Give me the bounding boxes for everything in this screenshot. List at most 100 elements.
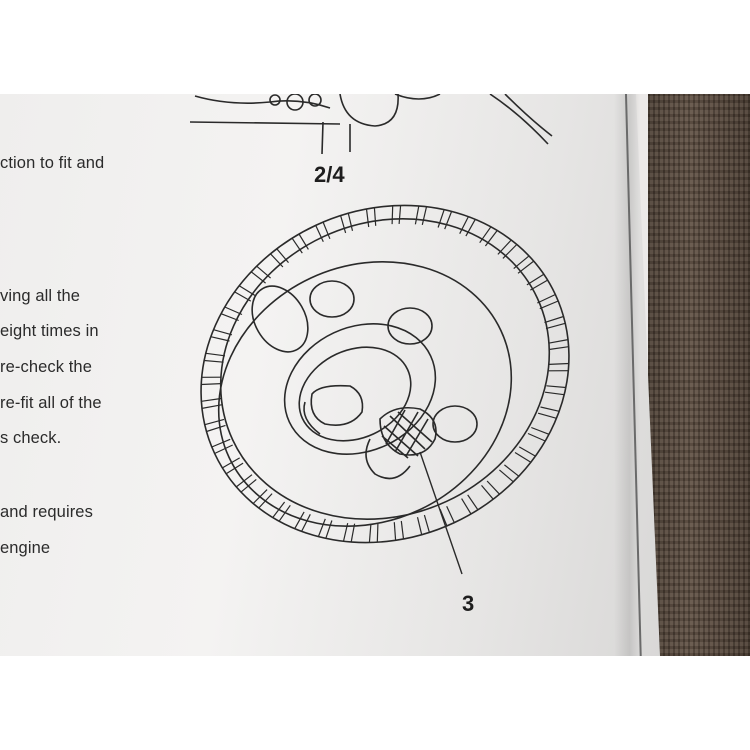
gear-tooth [278, 504, 291, 522]
gear-tooth [416, 517, 423, 535]
gear-tooth [252, 489, 268, 504]
gear-tooth [291, 237, 303, 254]
gear-tooth [467, 494, 479, 511]
gear-tooth [444, 211, 453, 230]
sprocket-holes [251, 280, 478, 443]
gear-tooth [513, 255, 530, 270]
figure-label-2-4: 2/4 [314, 162, 345, 187]
gear-tooth [461, 498, 472, 515]
gear-tooth [235, 474, 253, 488]
gear-tooth [545, 322, 566, 330]
gear-tooth [393, 522, 397, 541]
gear-tooth [540, 406, 560, 412]
gear-tooth [479, 226, 492, 244]
gear-tooth [238, 285, 256, 297]
manual-text-line-2: ving all the [0, 287, 81, 305]
gear-tooth [201, 404, 222, 409]
manual-text-line-5: re-fit all of the [0, 394, 102, 412]
gear-tooth [368, 524, 372, 543]
gear-tooth [499, 469, 514, 483]
gear-tooth [518, 446, 536, 457]
gear-tooth [325, 520, 333, 539]
gear-tooth [301, 514, 311, 532]
gear-tooth [537, 412, 557, 419]
gear-tooth [322, 221, 331, 240]
gear-tooth [201, 383, 221, 386]
gear-tooth [398, 205, 402, 224]
gear-tooth [240, 478, 257, 493]
callout-leader-line [419, 451, 463, 575]
gear-tooth [298, 233, 309, 250]
gear-tooth [220, 313, 239, 322]
gear-tooth [514, 451, 532, 463]
gear-tooth [548, 346, 569, 351]
gear-tooth [211, 438, 231, 448]
manual-text-line-3: eight times in [0, 322, 99, 340]
gear-tooth [205, 352, 226, 357]
gear-tooth [276, 248, 289, 263]
manual-page [0, 94, 660, 656]
gear-tooth [497, 239, 512, 255]
callout-label-3: 3 [462, 591, 475, 616]
gear-tooth [400, 520, 405, 540]
gear-tooth [213, 329, 233, 336]
gear-tooth [526, 273, 545, 286]
gear-tooth [517, 260, 535, 274]
gear-tooth [423, 514, 430, 533]
manual-text-line-7: and requires [0, 503, 93, 521]
gear-tooth [340, 215, 347, 234]
manual-text-line-1: ction to fit and [0, 154, 105, 172]
gear-tooth [222, 457, 241, 469]
gear-tooth [225, 462, 244, 475]
gear-tooth [548, 339, 569, 344]
manual-text-line-4: re-check the [0, 358, 92, 376]
fabric-background [648, 94, 750, 656]
sprocket-illustration [189, 94, 570, 575]
gear-tooth [531, 426, 550, 435]
sprocket-gear [200, 204, 570, 544]
gear-tooth [391, 205, 394, 225]
manual-text-line-8: engine [0, 539, 51, 557]
gear-tooth [272, 501, 286, 518]
gear-tooth [481, 485, 494, 500]
gear-tooth [224, 306, 243, 316]
gear-tooth [486, 480, 500, 495]
gear-tooth [373, 207, 377, 226]
gear-tooth [214, 444, 233, 455]
gear-tooth [502, 244, 518, 259]
gear-tooth [484, 230, 498, 247]
gear-tooth [294, 511, 305, 529]
gear-tooth [210, 336, 230, 342]
gear-tooth [201, 397, 222, 402]
gear-tooth [437, 209, 445, 228]
manual-text-line-6: s check. [0, 429, 62, 447]
gear-tooth [256, 265, 271, 279]
gear-tooth [270, 253, 284, 268]
gear-tooth [365, 208, 370, 228]
gear-tooth [342, 522, 349, 542]
gear-tooth [446, 506, 455, 523]
gear-tooth [347, 213, 354, 231]
gear-tooth [204, 418, 225, 426]
gear-tooth [549, 362, 569, 365]
gear-tooth [421, 206, 428, 226]
gear-tooth [258, 493, 273, 509]
gear-tooth [544, 391, 565, 396]
photo-region: ction to fit and ving all the eight time… [0, 94, 750, 656]
gear-tooth [317, 518, 326, 537]
gear-tooth [546, 385, 566, 389]
gear-tooth [315, 225, 324, 242]
gear-tooth [527, 432, 546, 442]
gear-tooth [206, 424, 226, 433]
gear-tooth [204, 359, 224, 363]
gear-tooth [459, 216, 469, 234]
gear-tooth [529, 279, 548, 291]
gear-tooth [234, 291, 252, 302]
gear-tooth [414, 205, 420, 225]
gear-tooth [250, 271, 266, 284]
knurled-pin [365, 406, 437, 480]
gear-tooth [539, 300, 559, 310]
sprocket-hub [283, 323, 437, 455]
gear-tooth [504, 464, 520, 477]
gear-tooth [465, 219, 476, 237]
